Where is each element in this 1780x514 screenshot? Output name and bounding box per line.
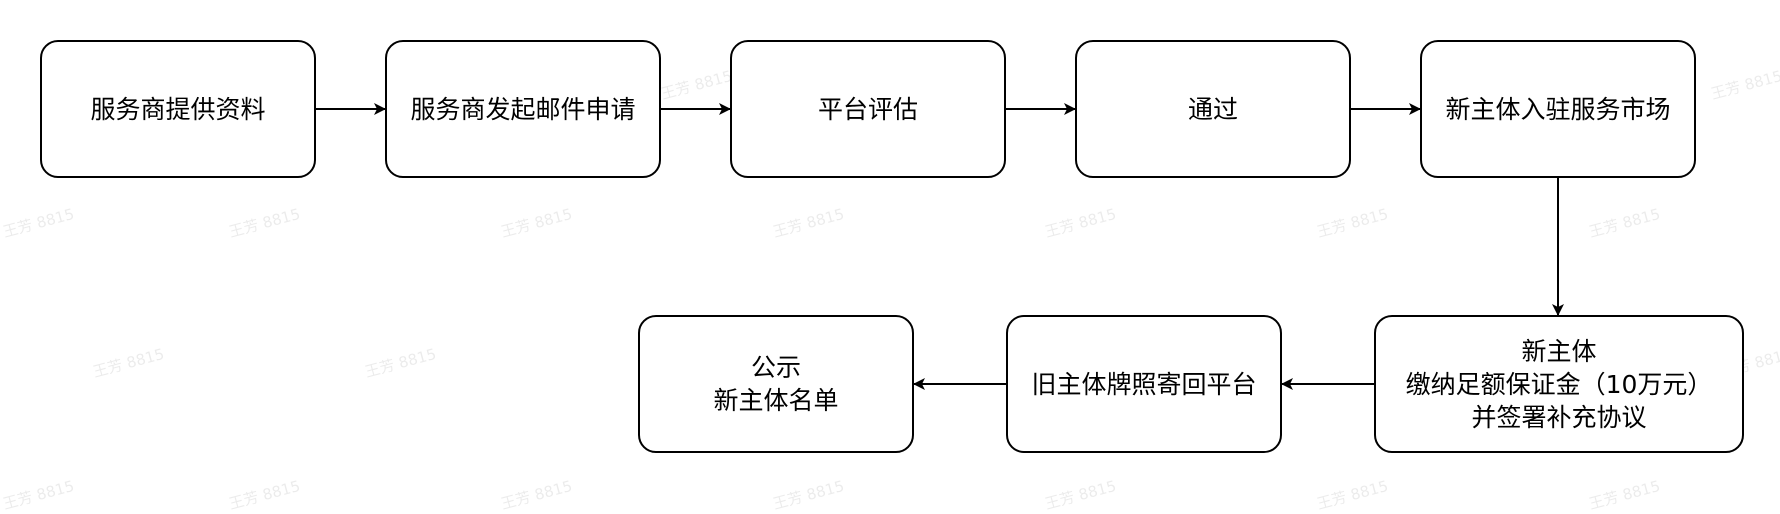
step-email-application: 服务商发起邮件申请 — [385, 40, 661, 178]
step-approved: 通过 — [1075, 40, 1351, 178]
step-publish-new-entity-list: 公示 新主体名单 — [638, 315, 914, 453]
step-return-old-license: 旧主体牌照寄回平台 — [1006, 315, 1282, 453]
step-platform-evaluation: 平台评估 — [730, 40, 1006, 178]
step-pay-deposit-sign-agreement: 新主体 缴纳足额保证金（10万元） 并签署补充协议 — [1374, 315, 1744, 453]
step-provide-materials: 服务商提供资料 — [40, 40, 316, 178]
step-join-service-market: 新主体入驻服务市场 — [1420, 40, 1696, 178]
